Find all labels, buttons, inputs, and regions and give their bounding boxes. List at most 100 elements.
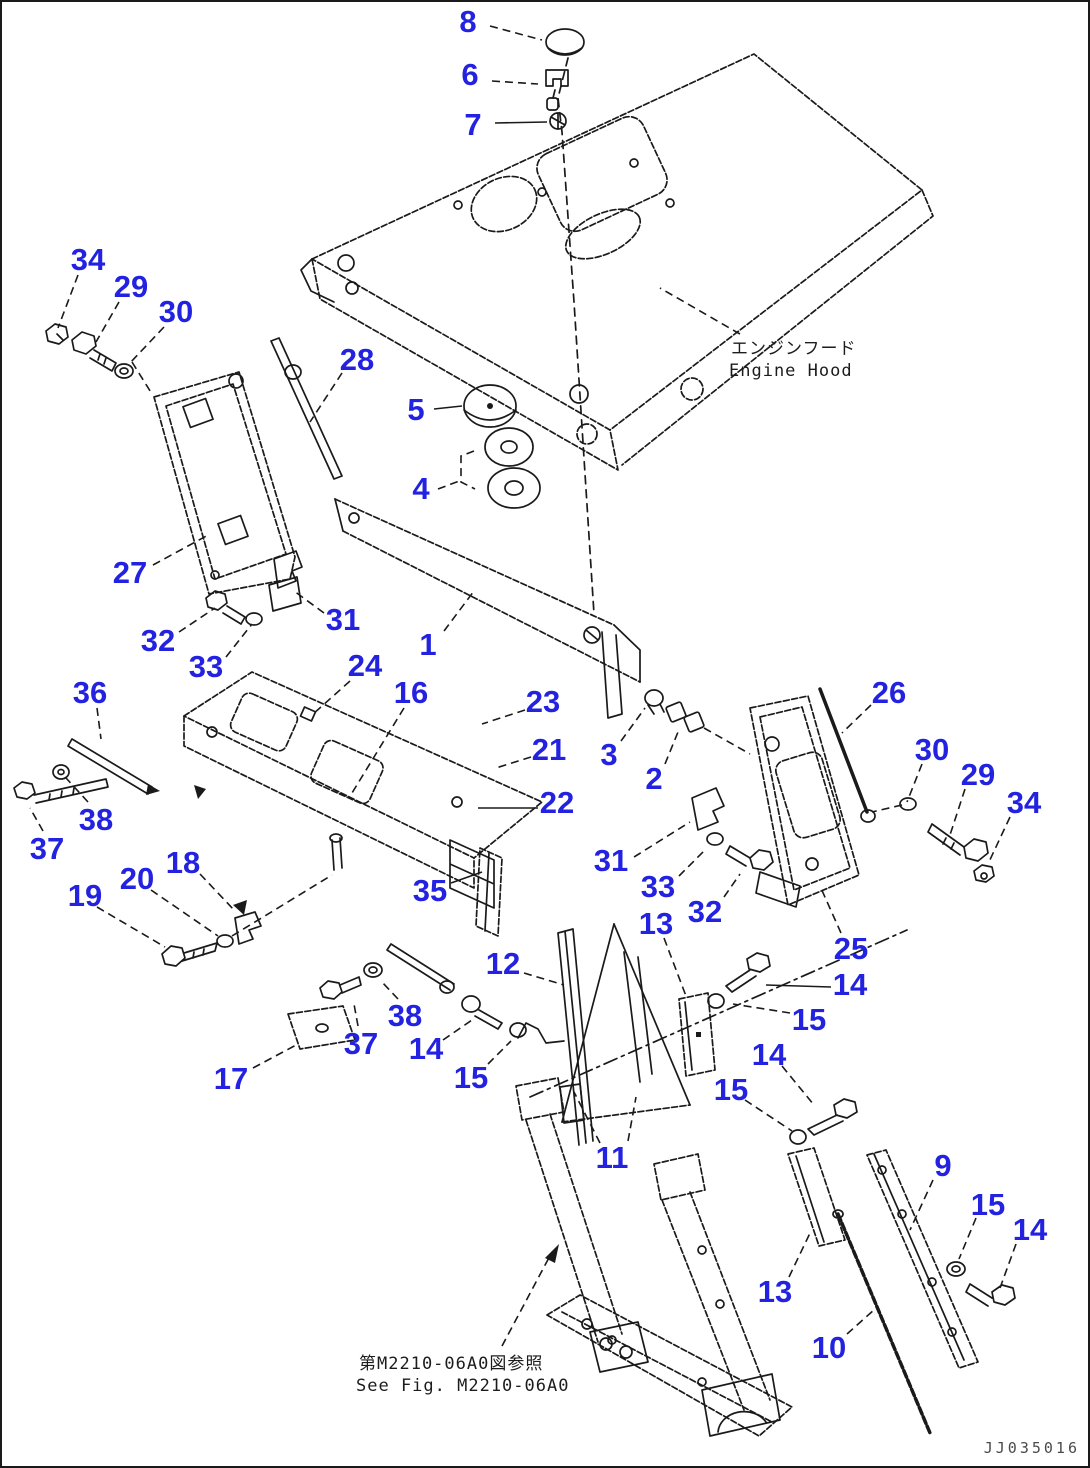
leader-line-31: [633, 821, 691, 858]
clip-part-6: [545, 69, 569, 111]
callout-12: 12: [486, 946, 520, 981]
callout-21: 21: [532, 732, 566, 767]
leader-line-15: [487, 1040, 512, 1065]
bolt-part-14-mid: [725, 952, 771, 993]
leader-line-3: [620, 707, 646, 742]
bolt-part-14-bottom-right: [965, 1283, 1016, 1307]
gusset-plate-13-lower: [787, 1147, 846, 1247]
leader-line-19: [96, 906, 166, 948]
hood-stay-rod-28: [270, 337, 343, 480]
support-leg-left: [515, 1077, 649, 1373]
leader-line-33: [225, 623, 253, 658]
callout-15: 15: [792, 1002, 826, 1037]
callout-6: 6: [461, 57, 478, 92]
bolt-part-29-left: [71, 331, 117, 372]
callout-14: 14: [833, 967, 868, 1002]
link-rod-36: [67, 738, 160, 795]
leader-line-29: [949, 788, 966, 836]
leader-line-31: [293, 590, 325, 614]
washer-part-15-lower-mid: [789, 1129, 807, 1145]
washer-part-38-lower: [363, 962, 383, 978]
callout-26: 26: [872, 675, 906, 710]
callout-34: 34: [1007, 785, 1042, 820]
washer-part-33-right: [706, 832, 724, 846]
callout-5: 5: [407, 392, 424, 427]
leader-line-15: [744, 1099, 793, 1132]
nut-part-34-right: [973, 864, 995, 883]
callout-32: 32: [688, 894, 722, 929]
bolt-part-32-left: [205, 590, 246, 625]
callout-15: 15: [971, 1187, 1005, 1222]
hood-stay-rod-26: [818, 687, 876, 823]
callout-16: 16: [394, 675, 428, 710]
leader-line-29: [95, 301, 120, 343]
callout-17: 17: [214, 1061, 248, 1096]
callout-14: 14: [1013, 1212, 1048, 1247]
callout-37: 37: [30, 831, 64, 866]
bolt-part-29-right: [927, 823, 989, 862]
leader-line-14: [999, 1243, 1017, 1289]
leader-line-13: [663, 937, 687, 997]
callout-24: 24: [348, 648, 383, 683]
channel-strips-12: [557, 928, 594, 1146]
callout-20: 20: [120, 861, 154, 896]
callout-33: 33: [641, 869, 675, 904]
hood-support-beam: [334, 498, 641, 719]
bolt-part-14-lower-mid: [807, 1098, 858, 1136]
alignment-centerline: [529, 929, 908, 1098]
washer-part-20: [216, 934, 234, 948]
rod-part-10: [832, 1209, 932, 1435]
leader-line-14: [765, 984, 832, 988]
pivot-washer-left: [284, 364, 302, 380]
callout-11: 11: [596, 1140, 629, 1175]
callout-23: 23: [526, 684, 560, 719]
callout-9: 9: [934, 1148, 951, 1183]
callout-22: 22: [540, 785, 574, 820]
see-fig-label-en: See Fig. M2210-06A0: [356, 1376, 570, 1396]
bolt-part-37-lower: [319, 976, 362, 1000]
triangle-gusset-plate: [561, 923, 691, 1123]
washer-part-30-right: [871, 797, 917, 813]
leader-line-35: [450, 871, 483, 884]
clip-part-31-left: [273, 550, 303, 589]
callout-13: 13: [639, 906, 673, 941]
engine-hood-label-en: Engine Hood: [729, 361, 853, 381]
leader-line-2: [664, 731, 679, 765]
callout-3: 3: [600, 737, 617, 772]
left-side-panel: [153, 371, 302, 612]
leader-line-27: [152, 533, 211, 566]
engine-hood-label-jp: エンジンフード: [731, 339, 857, 359]
drawing-number-watermark: JJ035016: [983, 1439, 1080, 1457]
leader-line-21: [495, 756, 532, 769]
center-console-bracket: [183, 671, 543, 909]
leader-line-32: [178, 607, 216, 633]
callout-15: 15: [454, 1060, 488, 1095]
callout-34: 34: [71, 242, 106, 277]
leader-line-14: [442, 1019, 473, 1041]
clip-part-31-right: [691, 787, 725, 831]
leader-line-14: [781, 1065, 815, 1106]
leader-line-37: [353, 1003, 359, 1027]
leader-line-30: [906, 763, 923, 803]
mount-plate-17: [287, 1005, 356, 1050]
washer-part-5: [463, 384, 517, 428]
callout-7: 7: [464, 107, 481, 142]
callout-1: 1: [419, 627, 436, 662]
leader-line-13: [788, 1230, 812, 1278]
leader-line-26: [841, 704, 872, 734]
leader-line-24: [311, 680, 351, 716]
leader-line-28: [309, 372, 343, 423]
washer-part-15-lower-left: [509, 1022, 565, 1044]
washers-part-4: [460, 427, 541, 509]
leader-line-12: [523, 972, 565, 986]
leader-line-20: [150, 889, 219, 937]
callout-25: 25: [834, 931, 868, 966]
callout-33: 33: [189, 649, 223, 684]
leader-line-11: [573, 1091, 601, 1144]
leader-line-23: [481, 709, 526, 725]
leader-line-16: [351, 707, 405, 794]
washer-part-15-bottom-right: [946, 1261, 966, 1277]
callout-14: 14: [752, 1037, 787, 1072]
